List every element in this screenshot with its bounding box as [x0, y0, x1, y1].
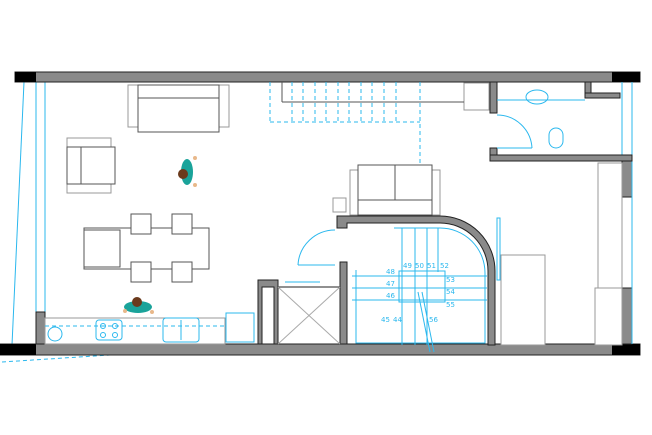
dining-table — [83, 213, 210, 283]
step-number: 46 — [386, 292, 395, 300]
step-number: 48 — [386, 268, 395, 276]
sink-icon — [162, 317, 200, 343]
door-swing — [496, 114, 533, 149]
step-number: 53 — [446, 276, 455, 284]
person-icon — [178, 156, 197, 187]
stairs-lower — [352, 227, 487, 353]
sofa — [332, 164, 441, 216]
wardrobe — [496, 162, 623, 346]
step-number: 50 — [415, 262, 424, 270]
step-number: 55 — [446, 301, 455, 309]
step-number: 52 — [440, 262, 449, 270]
hob-icon — [95, 319, 123, 341]
fridge — [225, 312, 255, 343]
washbasin-icon — [525, 89, 549, 105]
step-number: 56 — [429, 316, 438, 324]
step-number: 44 — [393, 316, 402, 324]
toilet-icon — [548, 127, 564, 149]
armchair — [66, 137, 116, 194]
step-number: 45 — [381, 316, 390, 324]
step-numbers: 44 45 46 47 48 49 50 51 52 53 54 55 56 — [381, 262, 455, 324]
step-number: 51 — [427, 262, 436, 270]
kitchen-counter — [44, 312, 255, 345]
stairs-upper — [269, 82, 464, 215]
elevator-shaft — [257, 261, 348, 345]
step-number: 54 — [446, 288, 455, 296]
sofa — [127, 84, 230, 133]
bathroom — [463, 81, 633, 162]
door-swing — [297, 229, 336, 266]
curved-stair-wall — [336, 215, 496, 346]
person-icon — [123, 297, 154, 314]
step-number: 47 — [386, 280, 395, 288]
left-glazing — [1, 81, 111, 363]
step-number: 49 — [403, 262, 412, 270]
